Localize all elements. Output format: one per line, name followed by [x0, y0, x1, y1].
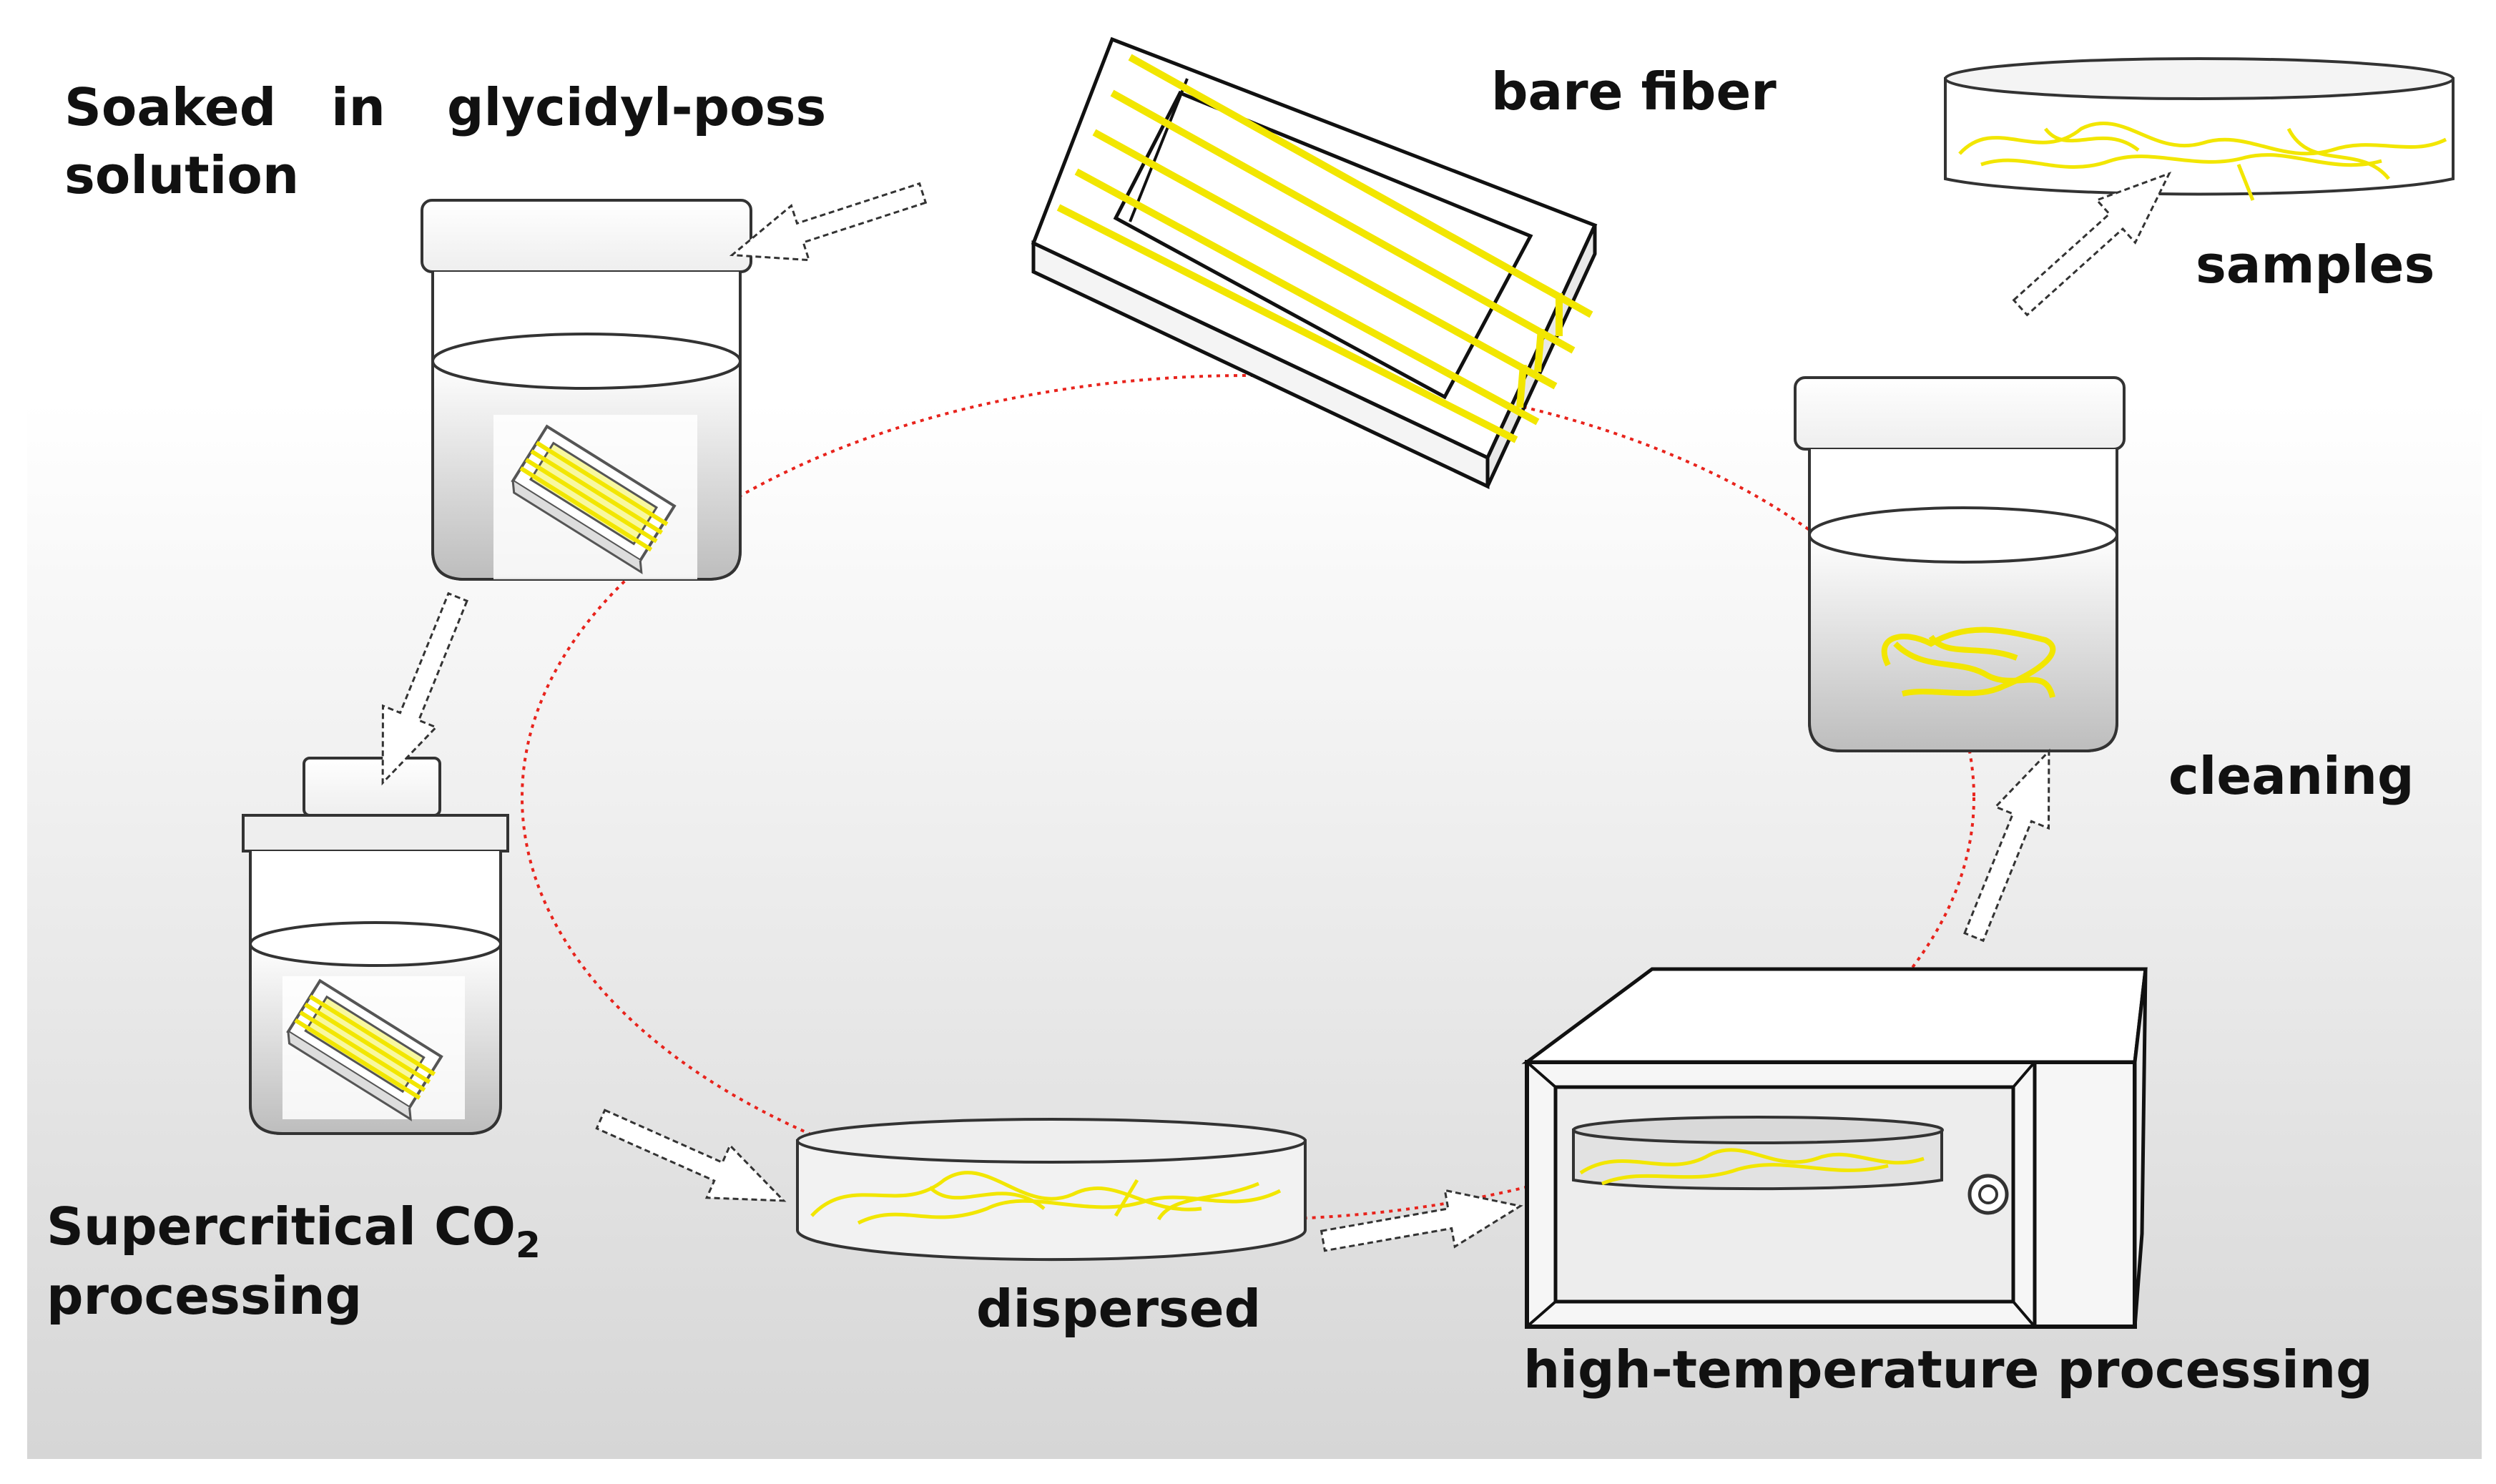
cycle-ellipse — [521, 374, 1975, 1221]
label-supercritical: Supercritical CO2 — [46, 1196, 541, 1266]
label-dispersed: dispersed — [976, 1279, 1261, 1339]
label-soaked-word2: in — [331, 77, 385, 137]
label-supercritical-sub: 2 — [516, 1224, 541, 1266]
label-processing: processing — [46, 1266, 362, 1326]
label-soaked-line2: solution — [64, 145, 299, 205]
petri-dish-icon — [796, 1118, 1307, 1262]
label-samples: samples — [2196, 235, 2434, 295]
label-high-temp: high-temperature processing — [1523, 1340, 2373, 1400]
label-supercritical-main: Supercritical CO — [46, 1196, 516, 1257]
oven-knob-icon — [1967, 1174, 2009, 1215]
sample-dish-icon — [1944, 57, 2455, 201]
label-bare-fiber: bare fiber — [1491, 62, 1777, 122]
soaking-jar-icon — [421, 199, 752, 581]
label-soaked-word3: glycidyl-poss — [447, 77, 826, 137]
cleaning-jar-icon — [1794, 376, 2126, 752]
oven-icon — [1521, 967, 2148, 1329]
fiber-frame-icon — [1031, 36, 1598, 489]
label-soaked-word1: Soaked — [64, 77, 276, 137]
label-cleaning: cleaning — [2168, 746, 2414, 806]
pressure-vessel-icon — [242, 757, 509, 1135]
